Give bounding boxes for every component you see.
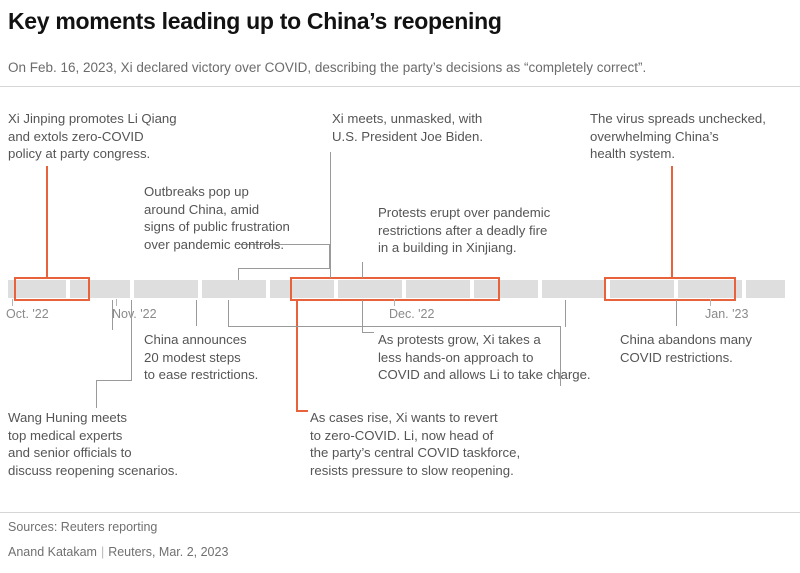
leader-china-announces-v2	[196, 300, 197, 326]
leader-china-announces-h	[112, 300, 113, 301]
leader-china-announces-v	[112, 300, 113, 330]
leader-abandons-elbow-h	[228, 326, 560, 327]
timeline-segment	[270, 280, 334, 298]
annotation-china-announces-20-steps: China announces 20 modest steps to ease …	[144, 332, 259, 382]
axis-tick-jan	[710, 299, 711, 306]
page-title: Key moments leading up to China’s reopen…	[8, 8, 502, 34]
leader-xi-promotes-li-qiang	[46, 166, 48, 278]
annotation-wang-huning-meets: Wang Huning meets top medical experts an…	[8, 410, 179, 478]
timeline-segment	[202, 280, 266, 298]
leader-outbreaks-v2	[329, 244, 330, 269]
byline-credit: Reuters, Mar. 2, 2023	[108, 545, 229, 559]
sources-text: Sources: Reuters reporting	[8, 520, 158, 534]
leader-tick-under-bar-2h	[565, 326, 566, 327]
leader-as-cases-rise-v	[296, 300, 298, 410]
page-subtitle: On Feb. 16, 2023, Xi declared victory ov…	[8, 60, 647, 75]
leader-as-cases-rise-h	[296, 410, 308, 412]
annotation-virus-spreads-unchecked: The virus spreads unchecked, overwhelmin…	[590, 111, 766, 161]
annotation-as-protests-grow: As protests grow, Xi takes a less hands-…	[378, 332, 591, 382]
byline-author: Anand Katakam	[8, 545, 97, 559]
annotation-china-abandons-restrictions: China abandons many COVID restrictions.	[620, 332, 752, 365]
annotation-outbreaks-pop-up: Outbreaks pop up around China, amid sign…	[144, 184, 290, 252]
timeline-segment	[70, 280, 130, 298]
leader-abandons-elbow-v	[228, 300, 229, 326]
leader-as-protests-grow-v	[362, 300, 363, 332]
byline-separator: |	[100, 545, 105, 559]
axis-tick-dec	[394, 299, 395, 306]
timeline-bar	[8, 277, 785, 301]
footer-divider	[0, 512, 800, 513]
axis-tick-nov	[116, 299, 117, 306]
leader-outbreaks-h	[238, 268, 330, 269]
timeline-segment	[678, 280, 742, 298]
byline: Anand Katakam|Reuters, Mar. 2, 2023	[8, 545, 228, 559]
leader-as-protests-grow-h	[362, 332, 374, 333]
axis-label-oct: Oct. '22	[6, 307, 49, 321]
leader-virus-spreads	[671, 166, 673, 278]
axis-label-nov: Nov. '22	[112, 307, 157, 321]
leader-protests-erupt	[362, 262, 363, 278]
annotation-protests-erupt: Protests erupt over pandemic restriction…	[378, 205, 551, 255]
leader-wang-huning-v1	[131, 300, 132, 380]
timeline-segment	[338, 280, 402, 298]
annotation-xi-meets-biden: Xi meets, unmasked, with U.S. President …	[332, 111, 484, 144]
axis-label-jan: Jan. '23	[705, 307, 749, 321]
timeline-segment	[746, 280, 785, 298]
timeline-segment	[134, 280, 198, 298]
timeline-segment	[542, 280, 606, 298]
timeline-segment	[610, 280, 674, 298]
annotation-as-cases-rise: As cases rise, Xi wants to revert to zer…	[310, 410, 521, 478]
leader-wang-huning-v2	[96, 380, 97, 408]
annotation-xi-promotes-li-qiang: Xi Jinping promotes Li Qiang and extols …	[8, 111, 177, 161]
leader-outbreaks-v1	[238, 268, 239, 280]
timeline-segment	[8, 280, 66, 298]
leader-tick-under-bar-1	[196, 300, 197, 308]
leader-wang-huning-h	[96, 380, 132, 381]
leader-xi-biden	[330, 152, 331, 278]
axis-tick-oct	[12, 299, 13, 306]
timeline-segment	[474, 280, 538, 298]
leader-china-abandons	[676, 300, 677, 326]
header-divider	[0, 86, 800, 87]
leader-abandons-elbow-v2	[560, 326, 561, 386]
axis-label-dec: Dec. '22	[389, 307, 435, 321]
timeline-segment	[406, 280, 470, 298]
leader-outbreaks-h2	[236, 244, 330, 245]
leader-tick-under-bar-2	[565, 300, 566, 326]
